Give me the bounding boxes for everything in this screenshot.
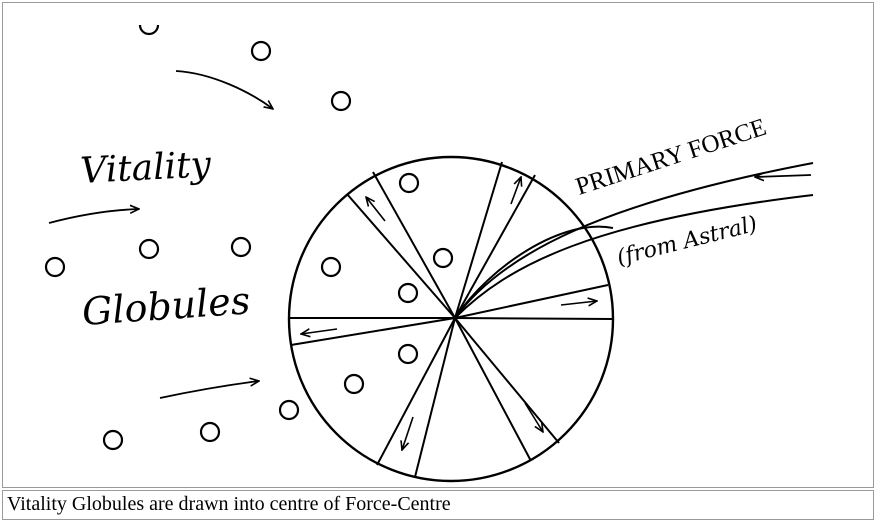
globule: [46, 258, 64, 276]
arrow-curve: [176, 71, 273, 109]
globule: [332, 92, 350, 110]
globule: [104, 431, 122, 449]
spoke-arrows: [301, 177, 597, 450]
globule: [322, 258, 340, 276]
spoke-arrow: [301, 329, 337, 334]
globule: [399, 345, 417, 363]
spoke-edge: [377, 318, 455, 465]
spoke-edge: [455, 175, 535, 318]
wheel-spokes: [290, 162, 613, 477]
inflow-arrows: [49, 71, 273, 398]
spoke-edge: [455, 318, 613, 319]
globule: [399, 284, 417, 302]
spoke-arrow: [366, 197, 385, 221]
spoke-edge: [455, 318, 531, 461]
primary-force-stream: [455, 163, 813, 318]
figure-caption: Vitality Globules are drawn into centre …: [7, 493, 451, 516]
force-centre-wheel: [289, 157, 813, 481]
globule: [434, 249, 452, 267]
arrow-curve: [160, 381, 259, 398]
label-from-astral: (from Astral): [614, 212, 759, 271]
wheel-hub: [453, 316, 458, 321]
primary-force-arrow: [755, 175, 811, 177]
globule: [201, 423, 219, 441]
spoke-edge: [455, 318, 559, 443]
globule: [232, 238, 250, 256]
spoke-arrow: [525, 403, 543, 432]
arrow-curve: [49, 209, 139, 223]
spoke-edge: [415, 318, 455, 477]
label-globules: Globules: [81, 278, 252, 334]
globule-partial: [140, 25, 158, 34]
spoke-edge: [455, 162, 502, 318]
globule: [345, 375, 363, 393]
globule: [280, 401, 298, 419]
caption-cell: Vitality Globules are drawn into centre …: [2, 490, 874, 520]
label-vitality: Vitality: [79, 144, 212, 192]
force-centre-diagram: Vitality Globules PRIMARY FORCE (from As…: [3, 3, 875, 489]
label-primary-force: PRIMARY FORCE: [573, 114, 770, 201]
figure-frame: Vitality Globules PRIMARY FORCE (from As…: [2, 2, 874, 488]
spoke-arrow: [402, 417, 413, 450]
primary-force-streams: [455, 163, 813, 318]
globule: [252, 42, 270, 60]
globule: [400, 174, 418, 192]
spoke-arrow: [511, 177, 521, 204]
spoke-edge: [373, 172, 455, 318]
globule: [140, 240, 158, 258]
spoke-arrow: [561, 301, 597, 305]
